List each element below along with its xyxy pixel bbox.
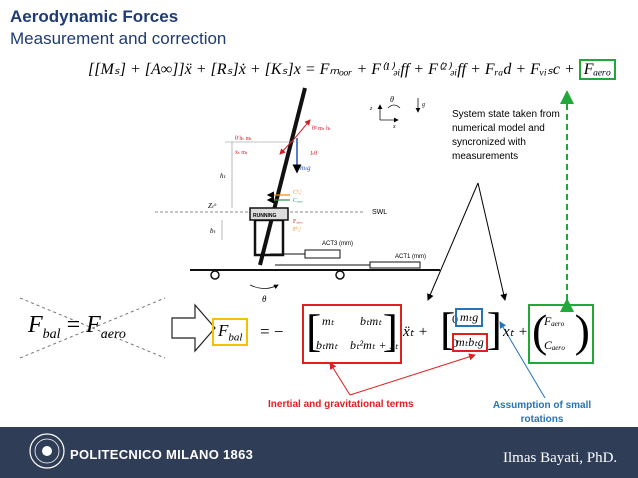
act3-label: ACT3 (mm) (322, 241, 353, 247)
inertia-label: Inertial and gravitational terms (268, 399, 414, 410)
vector-caero: Cₐₑᵣₒ (544, 338, 566, 352)
footer-bar (0, 427, 638, 478)
corr-lhs: F (218, 321, 229, 340)
xt-term: xₜ + (503, 324, 528, 340)
aero-force-box: Fₐₑᵣₒ (578, 59, 616, 80)
caero-label: Cₐₑᵣₒ (293, 198, 304, 204)
inertia-term-3: θ̇² mₜ hₜ (312, 126, 331, 132)
inertia-term-1: θ̈ hₜ mₜ (235, 136, 252, 142)
slide-subtitle: Measurement and correction (10, 29, 227, 48)
bt-label: bₜ (210, 227, 217, 235)
faero-symbol: F (86, 312, 101, 338)
axis-x-label: x (392, 124, 396, 130)
gravity-label: g (422, 102, 425, 108)
swl-label: SWL (372, 209, 387, 216)
matrix-a-22: bₜ²mₜ + Jₜ (350, 338, 399, 352)
floating-system-diagram: SWL RUNNING ACT3 (mm) ACT1 (mm) hₜ bₜ Zₜ… (155, 87, 440, 304)
motion-equation: [[Mₛ] + [A∞]]ẍ + [Rₛ]ẋ + [Kₛ]x = Fₘₒₒᵣ +… (88, 59, 616, 80)
inertia-term-4: Jₜθ̈ (310, 151, 318, 157)
balance-equation: Fbal = Faero (28, 312, 126, 343)
mass-matrix-box: [ ] mₜ bₜmₜ bₜmₜ bₜ²mₜ + Jₜ (302, 304, 402, 364)
cbal-label: Cᵇₐˡ (293, 190, 302, 196)
theta-axis-label: θ (390, 95, 394, 104)
fbal-label: Fᵇₐˡ (293, 227, 301, 233)
footer-brand: POLITECNICO MILANO 1863 (70, 447, 254, 462)
matrix-a-21: bₜmₜ (316, 338, 338, 352)
mtbtg-box: mₜbₜg (452, 333, 488, 352)
balance-eq-sign: = (66, 312, 81, 338)
motion-equation-text: [[Mₛ] + [A∞]]ẍ + [Rₛ]ẋ + [Kₛ]x = Fₘₒₒᵣ +… (88, 61, 575, 78)
matrix-a-11: mₜ (322, 314, 335, 328)
author-name: Ilmas Bayati, PhD. (503, 450, 618, 466)
polimi-logo-icon (29, 433, 65, 469)
mtg-box: mₜg (455, 308, 484, 327)
xddot-term: ẍₜ + (403, 324, 428, 340)
running-label: RUNNING (253, 213, 276, 219)
fbal-symbol: F (28, 312, 43, 338)
mtg-label: mₜg (300, 164, 311, 172)
inertia-term-2: ẍₜ mₜ (235, 150, 248, 156)
faero-sub: aero (100, 326, 126, 342)
slide-title: Aerodynamic Forces (10, 7, 179, 26)
assumption-label: Assumption of small rotations (492, 400, 592, 425)
corr-lhs-sub: bal (228, 331, 243, 344)
zgb-label: Zₜᵇ (208, 202, 217, 210)
theta-base-label: θ (262, 294, 267, 304)
vector-faero: Fₐₑᵣₒ (544, 314, 565, 328)
fbal-sub: bal (42, 326, 61, 342)
faero-label: Fₐₑᵣₒ (293, 219, 303, 225)
matrix-a-12: bₜmₜ (360, 314, 382, 328)
ht-label: hₜ (220, 172, 227, 180)
matrix-b-21: 0 (452, 336, 458, 350)
axis-z-label: z (369, 106, 373, 112)
aero-vector-box: ( ) Fₐₑᵣₒ Cₐₑᵣₒ (528, 304, 594, 364)
act1-label: ACT1 (mm) (395, 254, 426, 260)
annotation-arrows (19, 90, 574, 399)
system-state-note: System state taken from numerical model … (452, 109, 560, 162)
correction-eq-sign: = − (260, 322, 284, 341)
fbal-box: Fbal (212, 318, 249, 347)
